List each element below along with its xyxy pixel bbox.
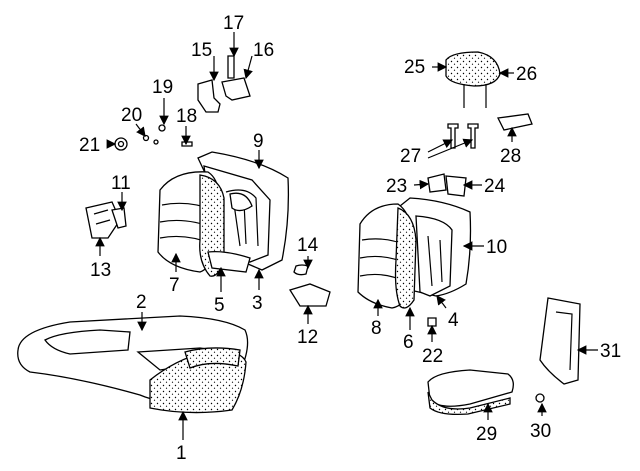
trim-panel-part (539, 297, 581, 385)
callout-9: 9 (253, 131, 264, 152)
callout-12: 12 (297, 327, 318, 348)
callout-21: 21 (79, 135, 100, 156)
seat-cushion-part (17, 315, 249, 414)
callout-20: 20 (121, 105, 142, 126)
hinge-part (288, 264, 331, 307)
callout-5: 5 (214, 295, 225, 316)
callout-11: 11 (111, 173, 131, 194)
headrest-guides-part (427, 173, 467, 197)
armrest-part (427, 369, 514, 416)
callout-17: 17 (223, 13, 244, 34)
callout-23: 23 (386, 176, 407, 197)
callout-10: 10 (486, 237, 507, 258)
callout-19: 19 (152, 77, 173, 98)
right-seat-back-part (357, 197, 472, 327)
callout-28: 28 (500, 146, 521, 167)
callout-15: 15 (191, 40, 212, 61)
callout-4: 4 (448, 310, 459, 331)
callout-29: 29 (476, 424, 497, 445)
callout-labels: 1 2 3 4 5 6 7 8 9 10 11 12 13 14 15 16 1… (79, 13, 621, 464)
leader-lines (95, 32, 598, 440)
latch-parts (181, 55, 251, 147)
callout-1: 1 (176, 443, 187, 464)
callout-3: 3 (252, 293, 263, 314)
callout-27: 27 (400, 146, 421, 167)
callout-31: 31 (600, 341, 621, 362)
callout-7: 7 (169, 275, 180, 296)
callout-30: 30 (530, 421, 551, 442)
callout-8: 8 (371, 318, 382, 339)
callout-18: 18 (176, 106, 197, 127)
left-seat-back-part (157, 151, 290, 277)
callout-16: 16 (253, 40, 274, 61)
callout-2: 2 (136, 292, 147, 313)
callout-22: 22 (422, 346, 443, 367)
guides-clip-part (447, 113, 533, 149)
callout-6: 6 (403, 332, 414, 353)
headrest-part (445, 51, 501, 108)
bolt-part (535, 393, 545, 403)
callout-14: 14 (297, 235, 319, 256)
bracket-part (85, 201, 127, 239)
callout-13: 13 (90, 260, 111, 281)
fasteners-part (114, 124, 166, 151)
callout-26: 26 (516, 64, 537, 85)
callout-25: 25 (404, 57, 425, 78)
callout-24: 24 (484, 176, 506, 197)
